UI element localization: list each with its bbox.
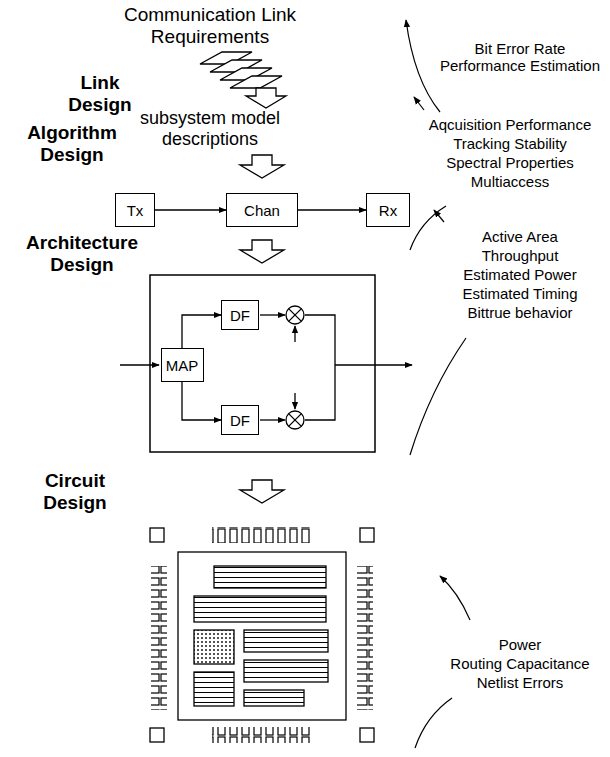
multiplier-wires [260, 315, 412, 420]
feedback-label: Estimated Timing [462, 285, 577, 302]
stage-heading: Architecture Design [26, 232, 138, 276]
architecture-box [150, 275, 375, 452]
connector [182, 315, 221, 348]
feedback-label: Estimated Power [463, 266, 576, 283]
box-text: DF [230, 412, 250, 429]
feedback-label: Netlist Errors [477, 674, 564, 691]
flow-arrow [240, 155, 284, 178]
input-wire [120, 364, 159, 365]
flow-arrow [240, 240, 284, 263]
process-box: DF [221, 300, 259, 330]
process-box: Tx [115, 193, 155, 227]
feedback-label: Bit Error Rate Performance Estimation [438, 40, 603, 75]
feedback-label: Multiaccess [471, 173, 549, 190]
box-text: MAP [166, 357, 199, 374]
stage-heading: Circuit Design [43, 470, 106, 514]
process-box: Rx [366, 193, 410, 227]
connector [298, 209, 366, 210]
model-label: subsystem model descriptions [130, 108, 290, 149]
box-text: DF [230, 307, 250, 324]
multiplier-symbol [286, 306, 304, 324]
stair-icon [200, 52, 286, 108]
process-box: DF [221, 405, 259, 435]
feedback-label: Tracking Stability [453, 135, 567, 152]
process-box: Chan [226, 193, 298, 227]
requirements-label: Communication Link Requirements [115, 4, 305, 48]
box-text: Chan [244, 202, 280, 219]
connector [182, 382, 221, 420]
chip-layout [150, 527, 374, 743]
connector [155, 209, 226, 210]
feedback-label: Routing Capacitance [450, 655, 589, 672]
feedback-label: Throughput [482, 247, 559, 264]
box-text: Rx [379, 202, 397, 219]
feedback-label: Spectral Properties [446, 154, 574, 171]
feedback-label: Power [499, 636, 542, 653]
multiplier-symbol [286, 411, 304, 429]
stage-heading: Link Design [68, 72, 131, 116]
process-box: MAP [161, 348, 204, 382]
box-text: Tx [127, 202, 144, 219]
feedback-label: Active Area [482, 228, 558, 245]
flow-arrow [240, 480, 284, 503]
feedback-label: Aqcuisition Performance [429, 116, 592, 133]
stage-heading: Algorithm Design [27, 122, 117, 166]
feedback-label: Bittrue behavior [467, 304, 572, 321]
